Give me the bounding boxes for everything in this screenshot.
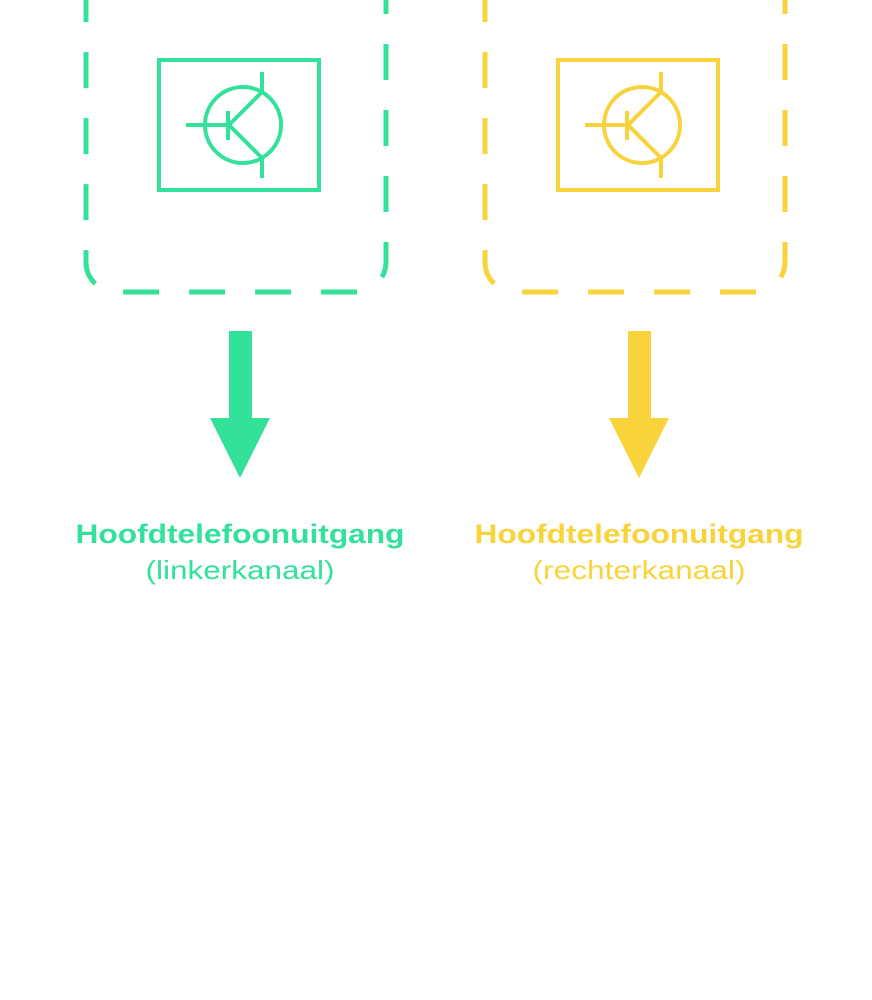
right-dashed-container	[482, 0, 788, 295]
right-channel	[482, 0, 788, 478]
right-channel-title: Hoofdtelefoonuitgang	[475, 519, 804, 549]
left-channel	[83, 0, 389, 478]
right-channel-subtitle: (rechterkanaal)	[533, 555, 746, 585]
transistor-icon	[157, 58, 321, 192]
arrow-down-icon	[210, 331, 270, 478]
transistor-icon	[556, 58, 720, 192]
left-channel-title: Hoofdtelefoonuitgang	[76, 519, 405, 549]
left-channel-subtitle: (linkerkanaal)	[146, 555, 335, 585]
arrow-down-icon	[609, 331, 669, 478]
left-dashed-container	[83, 0, 389, 295]
